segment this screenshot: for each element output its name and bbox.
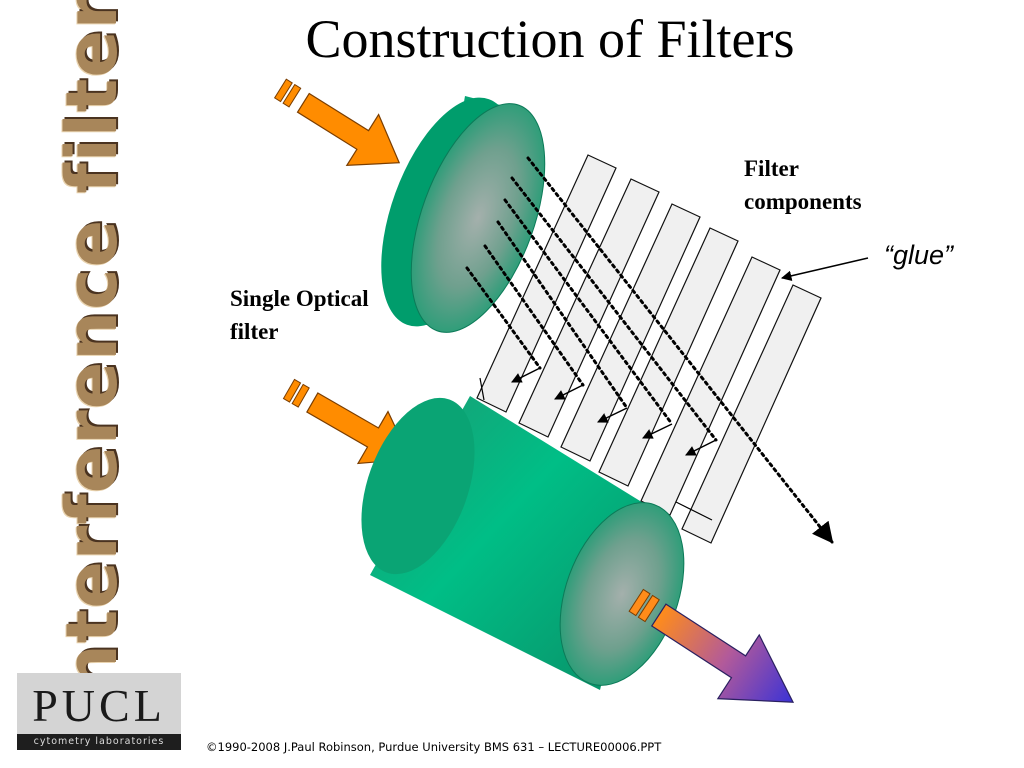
slide-title: Construction of Filters	[305, 9, 795, 69]
light-paths	[465, 156, 834, 544]
filter-components-label-line-1: Filter	[744, 156, 799, 181]
filter-components-label: Filter components	[744, 152, 862, 218]
output-arrow	[628, 588, 795, 703]
glue-label: “glue”	[884, 240, 954, 270]
reflection-arrows	[511, 367, 717, 456]
single-optical-filter-label-line-1: Single Optical	[230, 286, 369, 311]
logo-text: PUCL	[32, 680, 166, 731]
input-arrow-top	[273, 78, 401, 167]
single-optical-filter-label: Single Optical filter	[230, 282, 369, 348]
single-optical-filter	[381, 96, 546, 333]
single-optical-filter-label-line-2: filter	[230, 319, 279, 344]
filter-components-label-line-2: components	[744, 189, 862, 214]
cemented-filter-cylinder	[361, 396, 685, 690]
pucl-logo: PUCL cytometry laboratories	[17, 673, 181, 750]
assembly-lines	[479, 377, 713, 521]
glue-pointer	[780, 257, 869, 281]
logo-subtitle: cytometry laboratories	[17, 734, 181, 750]
footer-copyright: ©1990-2008 J.Paul Robinson, Purdue Unive…	[206, 740, 662, 754]
